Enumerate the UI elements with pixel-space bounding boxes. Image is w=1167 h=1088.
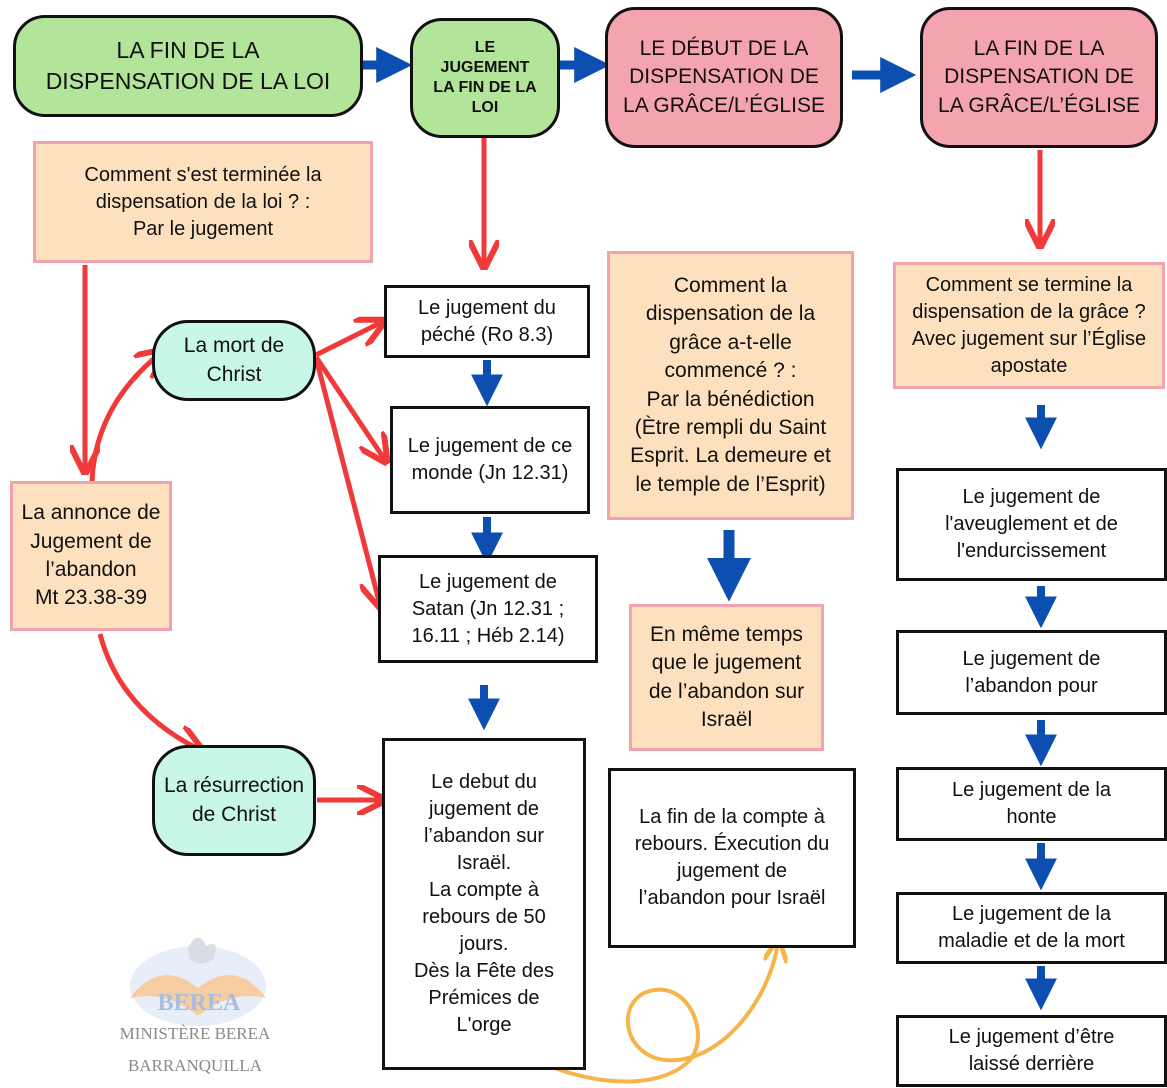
node-mort-de-christ: La mort de Christ [152, 320, 316, 401]
top-flow-arrows [362, 47, 917, 93]
note-annonce-jugement: La annonce de Jugement de l’abandon Mt 2… [10, 481, 172, 631]
node-resurrection-de-christ: La résurrection de Christ [152, 745, 316, 856]
box-jugement-laisse-derriere: Le jugement d’être laissé derrière [896, 1015, 1167, 1087]
logo-word: BEREA [158, 990, 241, 1016]
node-fin-dispensation-grace: LA FIN DE LA DISPENSATION DE LA GRÂCE/L’… [920, 7, 1158, 148]
red-arrows [85, 138, 1040, 800]
note-meme-temps: En même temps que le jugement de l’aband… [629, 604, 824, 751]
arrow-mort-to-peche [314, 322, 382, 358]
berea-logo: BEREA [130, 937, 266, 1026]
arrow-mort-to-monde [313, 355, 385, 460]
box-jugement-maladie-mort: Le jugement de la maladie et de la mort [896, 892, 1167, 964]
note-question-debut-grace: Comment la dispensation de la grâce a-t-… [607, 251, 854, 520]
node-jugement-fin-loi: LE JUGEMENT LA FIN DE LA LOI [410, 18, 560, 138]
box-jugement-peche: Le jugement du péché (Ro 8.3) [384, 285, 590, 358]
box-jugement-aveuglement: Le jugement de l'aveuglement et de l'end… [896, 468, 1167, 581]
box-jugement-satan: Le jugement de Satan (Jn 12.31 ; 16.11 ;… [378, 555, 598, 663]
box-jugement-monde: Le jugement de ce monde (Jn 12.31) [390, 406, 590, 514]
node-fin-dispensation-loi: LA FIN DE LA DISPENSATION DE LA LOI [13, 15, 363, 117]
arrow-mort-to-satan [313, 357, 380, 605]
node-debut-dispensation-grace: LE DÉBUT DE LA DISPENSATION DE LA GRÂCE/… [605, 7, 843, 148]
down-flow-arrows [468, 360, 1057, 1011]
box-jugement-honte: Le jugement de la honte [896, 767, 1167, 841]
box-fin-compte-rebours: La fin de la compte à rebours. Éxecution… [608, 768, 856, 948]
arrow-annonce-to-resurrection [97, 633, 200, 750]
logo-line-1: MINISTÈRE BEREA [119, 1024, 271, 1043]
arrow-debut-to-fin-compte [551, 942, 778, 1084]
box-debut-jugement-abandon: Le debut du jugement de l’abandon sur Is… [382, 738, 586, 1070]
box-jugement-abandon-pour: Le jugement de l’abandon pour [896, 630, 1167, 715]
logo-line-2: BARRANQUILLA [127, 1056, 263, 1075]
note-question-fin-loi: Comment s'est terminée la dispensation d… [33, 141, 373, 263]
arrow-annonce-to-mort [89, 352, 162, 483]
note-question-fin-grace: Comment se termine la dispensation de la… [893, 262, 1165, 389]
